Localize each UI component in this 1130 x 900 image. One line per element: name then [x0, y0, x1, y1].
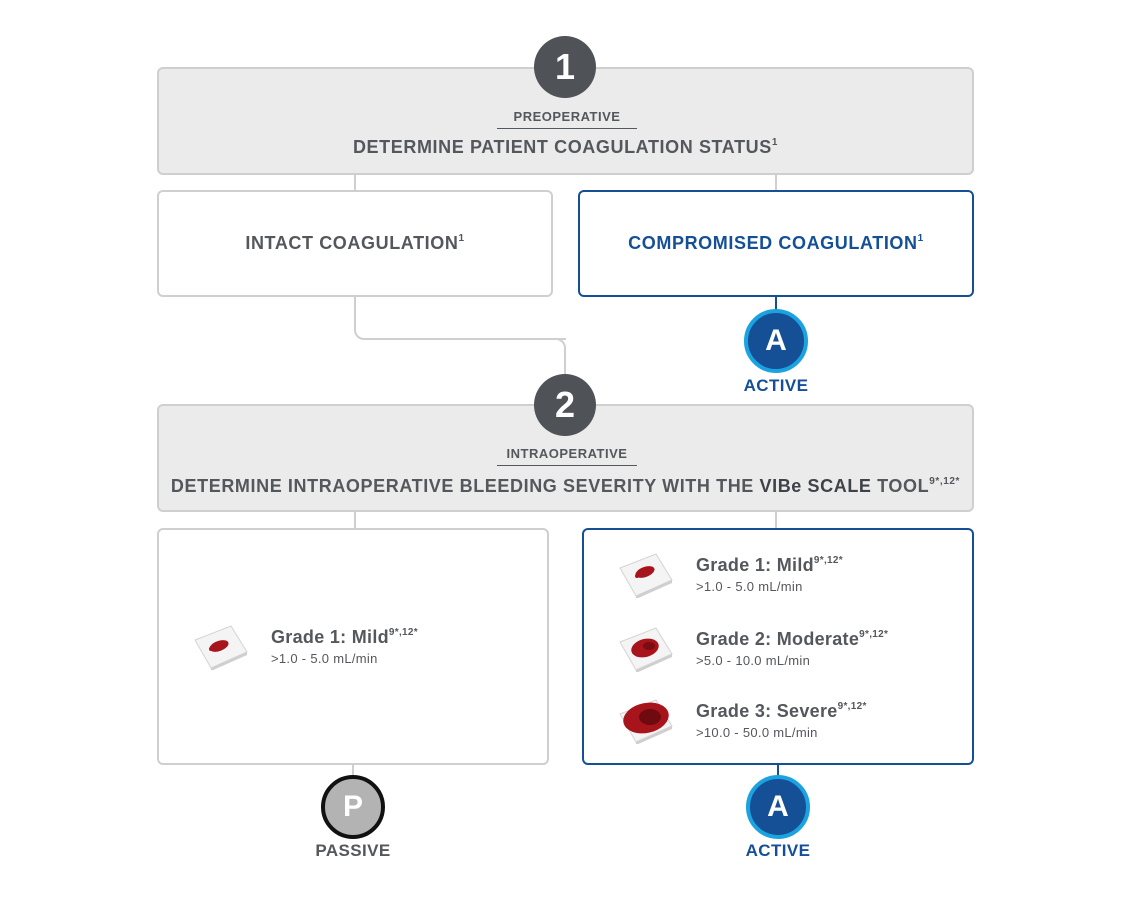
step-2-circle: 2 [534, 374, 596, 436]
passive-grade-1: Grade 1: Mild9*,12* >1.0 - 5.0 mL/min [191, 622, 418, 670]
connector-line [775, 511, 777, 529]
active-grade-2: Grade 2: Moderate9*,12* >5.0 - 10.0 mL/m… [616, 624, 888, 672]
grade-rate: >1.0 - 5.0 mL/min [271, 650, 378, 666]
passive-box-to-badge-line [352, 764, 354, 778]
intact-coagulation-box: INTACT COAGULATION1 [157, 190, 553, 297]
connector-line [354, 511, 356, 529]
active-grade-3: Grade 3: Severe9*,12* >10.0 - 50.0 mL/mi… [616, 696, 867, 744]
active-box-to-badge-line [777, 764, 779, 778]
passive-caption: PASSIVE [315, 841, 391, 860]
compromised-to-active-line [775, 296, 777, 312]
preoperative-label: PREOPERATIVE [497, 109, 637, 129]
grade-name: Grade 1: Mild9*,12* [696, 554, 843, 575]
active-grade-1: Grade 1: Mild9*,12* >1.0 - 5.0 mL/min [616, 550, 843, 598]
connector-line [354, 174, 356, 190]
passive-grade-box: Grade 1: Mild9*,12* >1.0 - 5.0 mL/min [157, 528, 549, 765]
grade-rate: >10.0 - 50.0 mL/min [696, 724, 818, 740]
intact-to-step2-connector [354, 296, 566, 340]
gauze-mild-icon [619, 553, 673, 598]
active-badge-top: A [744, 309, 808, 373]
passive-badge: P [321, 775, 385, 839]
compromised-coagulation-box: COMPROMISED COAGULATION1 [578, 190, 974, 297]
active-grade-box: Grade 1: Mild9*,12* >1.0 - 5.0 mL/min Gr… [582, 528, 974, 765]
compromised-coagulation-title: COMPROMISED COAGULATION1 [628, 233, 924, 253]
step-1-circle: 1 [534, 36, 596, 98]
gauze-mild-icon [194, 625, 248, 670]
grade-name: Grade 2: Moderate9*,12* [696, 628, 889, 649]
grade-rate: >1.0 - 5.0 mL/min [696, 578, 803, 594]
intact-to-step2-connector-curve [556, 338, 566, 378]
grade-rate: >5.0 - 10.0 mL/min [696, 652, 811, 668]
intraoperative-title: DETERMINE INTRAOPERATIVE BLEEDING SEVERI… [170, 476, 961, 496]
intraoperative-label: INTRAOPERATIVE [497, 446, 637, 466]
gauze-moderate-icon [619, 627, 673, 672]
active-caption-top: ACTIVE [743, 376, 809, 395]
grade-name: Grade 1: Mild9*,12* [271, 626, 418, 647]
active-badge-bottom: A [746, 775, 810, 839]
intact-coagulation-title: INTACT COAGULATION1 [245, 233, 465, 253]
gauze-severe-icon [619, 699, 673, 744]
active-caption-bottom: ACTIVE [745, 841, 811, 860]
connector-line [775, 174, 777, 190]
grade-name: Grade 3: Severe9*,12* [696, 700, 867, 721]
preoperative-title: DETERMINE PATIENT COAGULATION STATUS1 [352, 137, 779, 157]
